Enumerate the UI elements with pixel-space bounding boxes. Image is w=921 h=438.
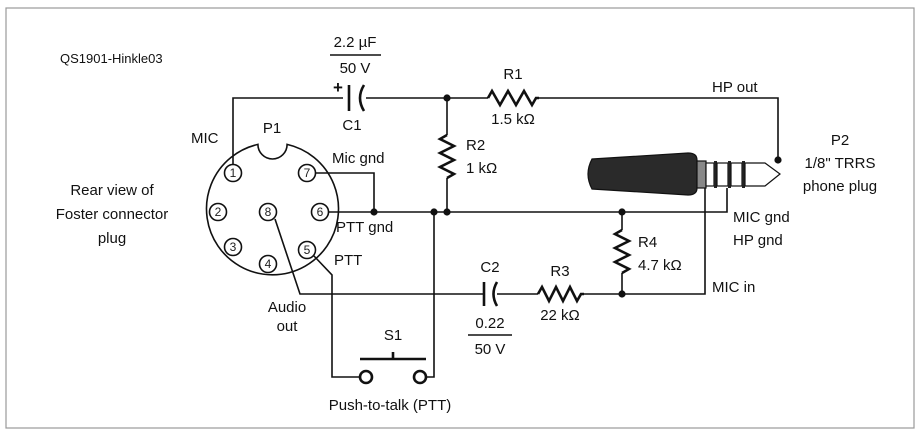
pin-7: 7 — [297, 163, 317, 183]
c1-value: 2.2 µF — [334, 34, 377, 51]
c1-polarity-mark: + — [333, 78, 343, 97]
svg-text:7: 7 — [304, 166, 311, 180]
capacitor-c2 — [482, 281, 499, 307]
r1-ref: R1 — [503, 66, 522, 83]
junction-dot — [774, 156, 782, 164]
switch-s1 — [358, 352, 428, 385]
c2-rating: 50 V — [475, 341, 506, 358]
pin-3: 3 — [223, 237, 243, 257]
label-mic: MIC — [191, 130, 219, 147]
svg-text:5: 5 — [304, 243, 311, 257]
pin-8: 8 — [258, 202, 278, 222]
r3-value: 22 kΩ — [540, 307, 580, 324]
r1-value: 1.5 kΩ — [491, 111, 535, 128]
pin-2: 2 — [208, 202, 228, 222]
junction-dot — [370, 208, 378, 216]
trrs-plug-body — [587, 152, 698, 196]
svg-text:4: 4 — [265, 257, 272, 271]
figure-id-label: QS1901-Hinkle03 — [60, 51, 163, 66]
wire-switch-ground — [426, 212, 435, 378]
capacitor-c1 — [347, 84, 366, 112]
label-mic-in: MIC in — [712, 279, 755, 296]
c1-rating: 50 V — [340, 60, 371, 77]
label-ptt: PTT — [334, 252, 362, 269]
junction-dot — [618, 290, 626, 298]
svg-text:8: 8 — [265, 205, 272, 219]
connector-p1-desc-line1: Rear view of — [70, 182, 154, 199]
label-hp-out: HP out — [712, 79, 758, 96]
c1-ref: C1 — [342, 117, 361, 134]
label-hp-gnd: HP gnd — [733, 232, 783, 249]
r4-ref: R4 — [638, 234, 657, 251]
label-audio-out-line1: Audio — [268, 299, 306, 316]
r2-value: 1 kΩ — [466, 160, 497, 177]
junction-dot — [443, 94, 451, 102]
c2-ref: C2 — [480, 259, 499, 276]
wire-mic-gnd — [316, 172, 375, 212]
p2-desc-line1: 1/8" TRRS — [805, 155, 876, 172]
label-mic-gnd-p2: MIC gnd — [733, 209, 790, 226]
wire-audio-out — [274, 218, 484, 295]
resistor-r2 — [437, 133, 457, 180]
wire-mic — [232, 97, 343, 164]
svg-text:3: 3 — [230, 240, 237, 254]
wire-ptt — [313, 255, 360, 378]
pin-6: 6 — [310, 202, 330, 222]
s1-ref: S1 — [384, 327, 402, 344]
wire-ground-bus — [329, 188, 728, 213]
label-ptt-gnd: PTT gnd — [336, 219, 393, 236]
pin-5: 5 — [297, 240, 317, 260]
resistor-r3 — [536, 284, 584, 304]
pin-1: 1 — [223, 163, 243, 183]
junction-dot — [443, 208, 451, 216]
svg-text:1: 1 — [230, 166, 237, 180]
wires — [232, 97, 779, 378]
svg-text:6: 6 — [317, 205, 324, 219]
trrs-plug-p2 — [587, 152, 781, 196]
svg-text:2: 2 — [215, 205, 222, 219]
s1-label: Push-to-talk (PTT) — [329, 397, 452, 414]
label-mic-gnd: Mic gnd — [332, 150, 385, 167]
connector-p1-desc-line2: Foster connector — [56, 206, 169, 223]
p2-desc-line2: phone plug — [803, 178, 877, 195]
resistor-r4 — [612, 228, 632, 275]
p2-ref: P2 — [831, 132, 849, 149]
junction-dot — [430, 208, 438, 216]
connector-p1: 1 2 3 4 5 6 7 8 — [205, 143, 340, 276]
connector-p1-desc-line3: plug — [98, 230, 126, 247]
junction-dot — [618, 208, 626, 216]
label-audio-out-line2: out — [277, 318, 299, 335]
r4-value: 4.7 kΩ — [638, 257, 682, 274]
resistor-r1 — [486, 88, 539, 108]
wire-hp-out — [539, 97, 779, 160]
pin-4: 4 — [258, 254, 278, 274]
figure-frame — [5, 7, 915, 429]
r2-ref: R2 — [466, 137, 485, 154]
c2-value: 0.22 — [475, 315, 504, 332]
connector-p1-ref: P1 — [263, 120, 281, 137]
connector-p1-body — [205, 143, 340, 276]
r3-ref: R3 — [550, 263, 569, 280]
